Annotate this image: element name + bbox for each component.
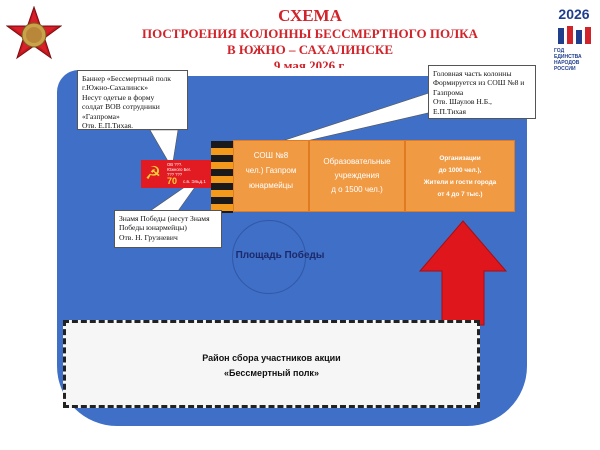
banner-callout: Баннер «Бессмертный полк г.Южно-Сахалинс…	[77, 70, 188, 130]
scheme-subtitle: ПОСТРОЕНИЯ КОЛОННЫ БЕССМЕРТНОГО ПОЛКА	[142, 26, 478, 41]
org-block-line: Жители и гости города	[423, 179, 497, 186]
hammer-sickle-icon: ☭	[145, 163, 162, 183]
banner-text: с.в. Эльд.1	[183, 179, 206, 184]
flag-callout-line: Победы юнармейцы)	[119, 223, 187, 233]
education-block: Образовательные учреждения д о 1500 чел.…	[309, 140, 405, 212]
logo-line-1: ГОД	[554, 48, 565, 54]
organizations-block: Организации до 1000 чел.), Жители и гост…	[405, 140, 515, 212]
school-block-line: чел.) Газпром	[245, 166, 297, 175]
banner-text: Южного Бег.	[167, 167, 191, 172]
flag-callout-line: Знамя Победы (несут Знамя	[119, 214, 210, 223]
victory-flag-callout: Знамя Победы (несут Знамя Победы юнармей…	[114, 210, 222, 248]
banner-callout-line: «Газпрома»	[82, 111, 120, 121]
head-callout-line: Газпрома	[433, 87, 464, 97]
edu-block-line: Образовательные	[323, 157, 391, 166]
year-of-unity-logo: 2026 ГОД ЕДИНСТВА НАРОДОВ РОССИИ	[552, 4, 596, 76]
order-star-emblem	[5, 5, 63, 62]
logo-line-4: РОССИИ	[554, 66, 576, 72]
banner-text: ОВ ???.	[167, 162, 183, 167]
banner-text: ??? ???	[167, 172, 183, 177]
field-top-strip	[118, 68, 430, 76]
edu-block-line: д о 1500 чел.)	[331, 185, 383, 194]
logo-year: 2026	[558, 6, 590, 22]
direction-arrow-icon	[418, 220, 508, 326]
banner-callout-line: г.Южно-Сахалинск»	[82, 83, 149, 93]
scheme-city: В ЮЖНО – САХАЛИНСКЕ	[226, 42, 394, 57]
logo-line-2: ЕДИНСТВА	[554, 54, 582, 60]
school-block-line: СОШ №8	[253, 151, 289, 160]
org-block-line: от 4 до 7 тыс.)	[437, 191, 483, 198]
head-callout-line: Формируется из СОШ №8 и	[433, 78, 525, 88]
banner-number: 70	[167, 176, 178, 186]
immortal-regiment-banner: ☭ ОВ ???. Южного Бег. ??? ??? 70 с.в. Эл…	[141, 160, 213, 188]
assembly-zone-line: Район сбора участников акции	[202, 353, 341, 363]
school-gazprom-block: СОШ №8 чел.) Газпром юнармейцы	[233, 140, 309, 212]
logo-line-3: НАРОДОВ	[554, 60, 580, 66]
head-callout-line: Е.П.Тихая	[433, 106, 466, 116]
head-column-callout: Головная часть колонны Формируется из СО…	[428, 65, 536, 119]
head-callout-line: Отв. Шаулов Н.Б.,	[433, 97, 492, 107]
logo-figures-icon	[558, 26, 591, 44]
flag-callout-line: Отв. Н. Грузневич	[119, 232, 178, 242]
banner-callout-line: Баннер «Бессмертный полк	[82, 74, 171, 83]
banner-callout-line: солдат ВОВ сотрудники	[82, 102, 160, 112]
banner-callout-line: Несут одетые в форму	[82, 92, 155, 102]
st-george-ribbon	[211, 141, 233, 213]
org-block-line: Организации	[439, 155, 481, 162]
scheme-title: СХЕМА	[278, 6, 342, 25]
school-block-line: юнармейцы	[248, 181, 294, 190]
head-callout-line: Головная часть колонны	[433, 69, 512, 78]
assembly-zone: Район сбора участников акции «Бессмертны…	[63, 320, 480, 408]
assembly-zone-line: «Бессмертный полк»	[224, 368, 319, 378]
org-block-line: до 1000 чел.),	[438, 167, 482, 174]
victory-square-label: Площадь Победы	[235, 250, 325, 261]
edu-block-line: учреждения	[334, 171, 380, 180]
banner-callout-line: Отв. Е.П.Тихая.	[82, 121, 134, 131]
square-marker-circle	[232, 220, 306, 294]
